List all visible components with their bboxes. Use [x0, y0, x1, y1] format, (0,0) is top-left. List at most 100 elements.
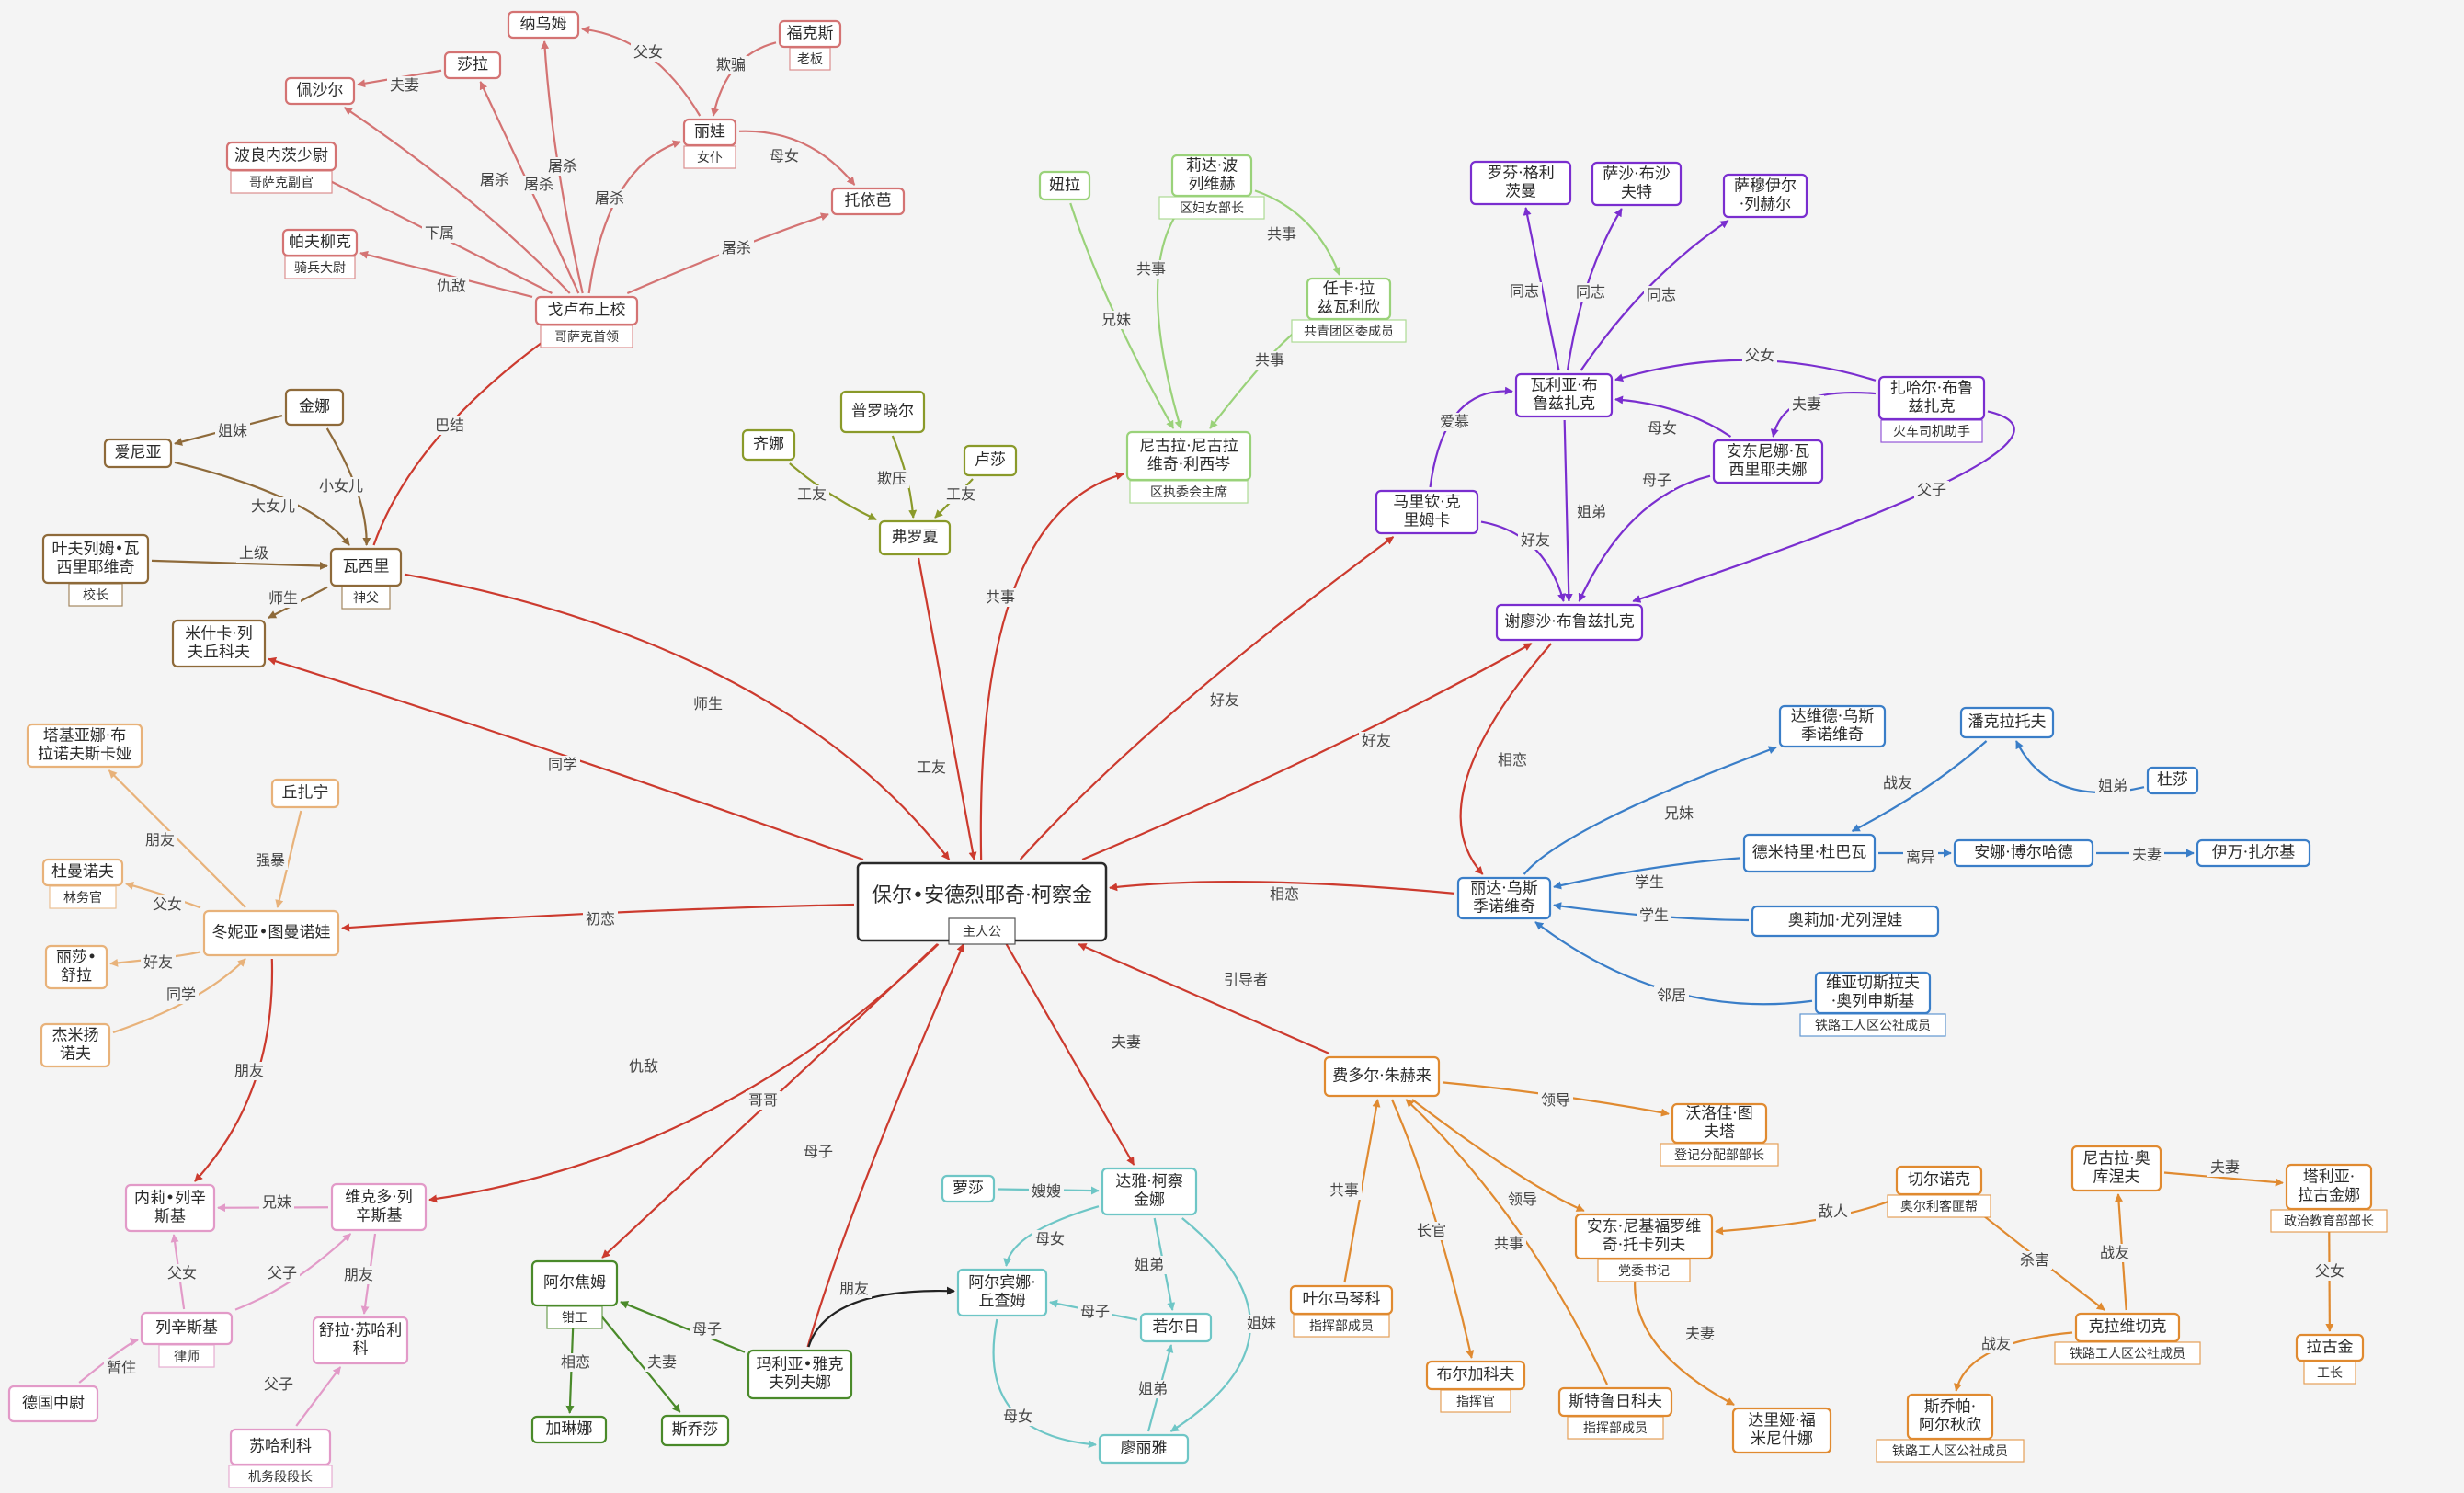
node-name: 茨曼: [1505, 182, 1536, 200]
person-node[interactable]: 金娜: [284, 388, 345, 427]
node-role: 指挥部成员: [1309, 1319, 1374, 1334]
edge-line: [359, 250, 533, 299]
person-node[interactable]: 费多尔·朱赫来: [1323, 1055, 1441, 1098]
person-node[interactable]: 莎拉: [443, 51, 502, 80]
person-node[interactable]: 德米特里·杜巴瓦: [1742, 833, 1877, 873]
edge-line: [275, 810, 302, 908]
person-node[interactable]: 卢莎: [963, 444, 1018, 477]
relation-edge: 初恋: [341, 903, 855, 932]
relation-edge: 母女: [992, 1318, 1097, 1449]
person-node[interactable]: 萨穆伊尔·列赫尔: [1722, 173, 1808, 219]
person-node[interactable]: 纳乌姆: [507, 10, 580, 40]
edge-line: [1254, 189, 1341, 276]
person-node[interactable]: 舒拉·苏哈利科: [312, 1316, 409, 1365]
node-name: 阿尔焦姆: [543, 1273, 606, 1292]
person-node[interactable]: 内莉•列辛斯基: [124, 1183, 216, 1233]
person-node[interactable]: 斯乔莎: [660, 1414, 730, 1447]
node-box: [1731, 1407, 1832, 1454]
edge-line: [1523, 207, 1560, 371]
edge-label: 好友: [1521, 531, 1550, 549]
relation-edge: 同志: [1580, 220, 1729, 371]
person-node[interactable]: 安娜·博尔哈德: [1953, 838, 2094, 868]
node-box: [284, 388, 345, 427]
relation-edge: 朋友: [341, 1233, 377, 1315]
person-node[interactable]: 弗罗夏: [878, 519, 952, 556]
person-node[interactable]: 杜莎: [2146, 766, 2199, 795]
person-node[interactable]: 普罗晓尔: [839, 390, 926, 434]
edge-line: [268, 656, 864, 861]
edge-label-bg: [1574, 503, 1609, 521]
person-node[interactable]: 伊万·扎尔基: [2196, 838, 2311, 868]
node-box: [7, 1385, 99, 1423]
edge-label: 夫妻: [1685, 1325, 1715, 1342]
person-node[interactable]: 丽莎•舒拉: [44, 944, 108, 990]
person-node[interactable]: 若尔日: [1139, 1312, 1213, 1343]
person-node[interactable]: 阿尔宾娜·丘查姆: [956, 1268, 1048, 1317]
person-node[interactable]: 谢廖沙·布鲁兹扎克: [1495, 603, 1644, 642]
person-node[interactable]: 托依芭: [830, 187, 906, 216]
person-node[interactable]: 爱尼亚: [103, 438, 173, 469]
person-node[interactable]: 德国中尉: [7, 1385, 99, 1423]
node-box: [1514, 372, 1614, 418]
person-node[interactable]: 佩沙尔: [284, 76, 356, 106]
edge-label: 仇敌: [437, 277, 466, 294]
person-node[interactable]: 妞拉: [1038, 170, 1091, 201]
node-name: 金娜: [1134, 1191, 1165, 1209]
edge-line: [1005, 943, 1135, 1166]
person-node[interactable]: 冬妮亚•图曼诺娃: [202, 909, 340, 957]
edge-line: [1069, 202, 1175, 429]
person-node[interactable]: 维克多·列辛斯基: [330, 1182, 428, 1232]
person-node[interactable]: 奥莉加·尤列涅娃: [1751, 905, 1940, 938]
relation-edge: 同志: [1507, 207, 1560, 371]
node-name: 斯乔莎: [672, 1420, 719, 1439]
person-node[interactable]: 加琳娜: [530, 1415, 608, 1444]
edge-label-bg: [1267, 885, 1302, 904]
person-node[interactable]: 廖丽雅: [1098, 1433, 1190, 1465]
person-node[interactable]: 丘扎宁: [270, 778, 340, 809]
person-node[interactable]: 瓦利亚·布鲁兹扎克: [1514, 372, 1614, 418]
person-node[interactable]: 萝莎: [941, 1174, 996, 1203]
person-node[interactable]: 齐娜: [741, 428, 796, 462]
person-node[interactable]: 潘克拉托夫: [1959, 706, 2055, 739]
